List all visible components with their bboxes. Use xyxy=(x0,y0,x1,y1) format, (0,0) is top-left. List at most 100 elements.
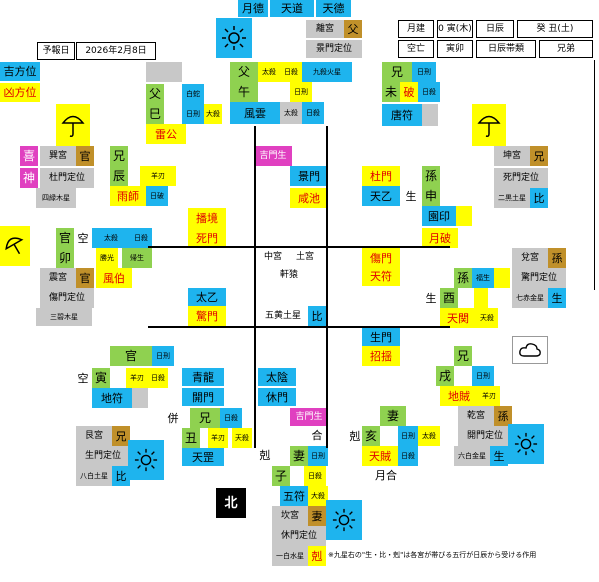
li-note-1: 太殺 xyxy=(280,102,302,124)
day-type-label: 日辰帯類 xyxy=(476,40,536,58)
center-rel: 比 xyxy=(308,306,326,326)
north-marker: 北 xyxy=(216,488,246,518)
taiyi: 太乙 xyxy=(188,288,226,306)
kun-card-note xyxy=(422,104,438,126)
sun-icon xyxy=(134,448,158,472)
dui-mark-2 xyxy=(474,288,488,308)
xun-side-2: 神 xyxy=(20,168,38,188)
qian-icon-box xyxy=(508,424,544,464)
xun-mid-god: 羊刃 xyxy=(140,166,176,186)
sun-icon xyxy=(514,432,538,456)
umbrella-icon xyxy=(61,115,85,137)
li-note-text: 太殺 xyxy=(284,108,298,117)
kun-inner-god: 天乙 xyxy=(362,186,400,206)
kan-rel: 剋 xyxy=(308,546,326,566)
dui-star: 七赤金星 xyxy=(512,288,548,308)
zhen-gate-kin: 官 xyxy=(76,268,94,288)
xun-top-gray xyxy=(146,62,182,82)
qian-card: 地賊 xyxy=(440,386,478,406)
li-inner-gate: 景門 xyxy=(290,166,328,186)
zhen-branch: 卯 xyxy=(56,248,74,268)
heaven-virtue: 天德 xyxy=(316,0,351,17)
right-edge-line xyxy=(594,60,595,290)
zhen-gate-name: 震宮 xyxy=(40,268,76,288)
qian-mid-god-3: 日殺 xyxy=(398,446,418,466)
gen-god-3: 日殺 xyxy=(148,368,168,388)
sun-icon xyxy=(222,26,246,50)
gen-mid-card: 天罡 xyxy=(182,448,224,466)
grid-line-v1 xyxy=(254,126,256,448)
qian-kin: 兄 xyxy=(454,346,472,366)
unlucky-direction: 凶方位 xyxy=(0,83,40,102)
dui-icon-box xyxy=(512,336,548,364)
kan-he: 合 xyxy=(311,428,323,442)
xun-side-1: 喜 xyxy=(20,146,38,166)
kun-inner-note: 月破 xyxy=(422,228,458,248)
gen-card: 地符 xyxy=(92,388,132,408)
gen-gate-def: 生門定位 xyxy=(76,446,130,466)
zhen-icon-box xyxy=(0,226,30,266)
kun-kin: 兄 xyxy=(382,62,412,82)
zhen-inner-gate: 死門 xyxy=(188,228,226,248)
day-type-value: 兄弟 xyxy=(539,40,593,58)
li-god-2: 日殺 xyxy=(280,62,302,82)
center-name: 中宮 xyxy=(263,251,282,262)
qian-gate-kin: 孫 xyxy=(494,406,512,426)
qian-god-1: 日刑 xyxy=(472,366,494,386)
xun-god-2: 日刑 xyxy=(182,104,204,124)
kun-inner-gate: 杜門 xyxy=(362,166,400,186)
xun-branch: 巳 xyxy=(146,104,164,124)
kun-gate-name: 坤宮 xyxy=(494,146,530,166)
gen-mid-branch: 丑 xyxy=(182,428,200,448)
report-label: 予報日 xyxy=(37,42,75,60)
kan-gate-name: 坎宮 xyxy=(272,506,308,526)
li-note-2: 日殺 xyxy=(302,102,324,124)
kan-gate-def: 休門定位 xyxy=(272,526,326,546)
moon-virtue: 月德 xyxy=(238,0,268,17)
xun-gate-kin: 官 xyxy=(76,146,94,166)
kan-icon-box xyxy=(326,500,362,540)
qian-mid-card: 天賊 xyxy=(362,446,398,466)
gen-icon-box xyxy=(128,440,164,480)
dui-gate-name: 兌宮 xyxy=(512,248,548,268)
dui-gen: 生 xyxy=(425,291,437,305)
qian-gate-name: 乾宮 xyxy=(458,406,494,426)
gen-gate-kin: 兄 xyxy=(112,426,130,446)
xun-gate-name: 巽宮 xyxy=(40,146,76,166)
li-gate-name: 離宮 xyxy=(306,20,344,38)
gen-star: 八白土星 xyxy=(76,466,112,486)
zhen-gate-def: 傷門定位 xyxy=(40,288,94,308)
gen-card-note xyxy=(132,388,148,408)
li-gate-kin: 父 xyxy=(344,20,362,38)
qian-mid-god-2: 太殺 xyxy=(418,426,440,446)
xun-card: 雷公 xyxy=(146,124,186,144)
month-label: 月建 xyxy=(398,20,434,38)
qian-mid-god-1: 日刑 xyxy=(398,426,418,446)
gen-bing: 併 xyxy=(167,411,179,425)
xun-icon-box xyxy=(56,104,90,146)
day-label: 日辰 xyxy=(476,20,514,38)
kun-inner-mark xyxy=(456,206,472,226)
li-card: 風雲 xyxy=(230,102,280,124)
zhen-void: 空 xyxy=(77,231,89,245)
li-god-1: 太殺 xyxy=(258,62,280,82)
xun-kin: 父 xyxy=(146,84,164,104)
qian-god-2: 羊刃 xyxy=(478,386,500,406)
qian-inner-card: 招揺 xyxy=(362,346,400,366)
center-name2: 土宮 xyxy=(295,251,314,262)
gen-rel: 比 xyxy=(112,466,130,486)
zhen-card: 風伯 xyxy=(96,268,132,288)
qian-gate-def: 開門定位 xyxy=(458,426,512,446)
xun-god-1: 白蛇 xyxy=(182,84,204,104)
kun-rel: 比 xyxy=(530,188,548,208)
gen-branch: 寅 xyxy=(92,368,110,388)
umbrella-icon xyxy=(5,237,24,255)
zhen-kin: 官 xyxy=(56,228,74,248)
gen-mid-kin: 兄 xyxy=(190,408,220,428)
zhen-star: 三碧木星 xyxy=(36,308,92,326)
dui-card: 天関 xyxy=(440,308,476,328)
qian-rel: 生 xyxy=(490,446,508,466)
zhen-god-1: 太殺 xyxy=(92,228,130,248)
qian-yuehe: 月合 xyxy=(375,468,397,482)
void-label: 空亡 xyxy=(398,40,434,58)
